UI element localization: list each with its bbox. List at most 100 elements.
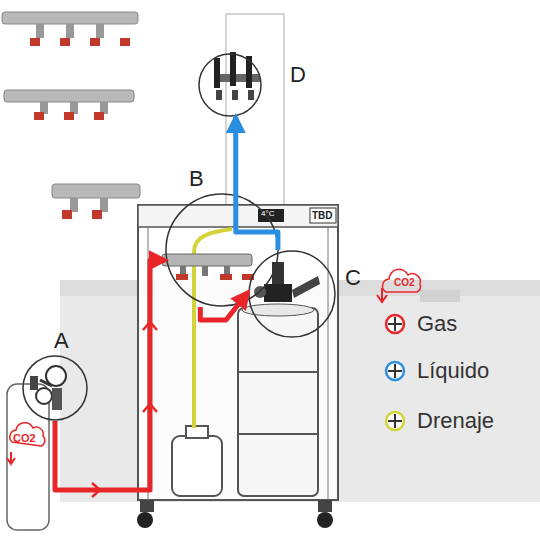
- manifold-bar: [4, 90, 134, 102]
- logo-box: [310, 208, 336, 223]
- coupler-lever: [292, 276, 320, 298]
- swatch-circle: [386, 412, 404, 430]
- co2-icon: [377, 269, 421, 302]
- gauge: [36, 388, 52, 404]
- co2-cloud: [10, 423, 45, 446]
- valve-handle: [30, 38, 40, 46]
- detail-circle-shape: [199, 54, 261, 116]
- beer-taps: [214, 52, 260, 100]
- bottle-body: [172, 436, 222, 496]
- co2-arrow: [7, 452, 15, 464]
- swatch-circle: [386, 362, 404, 380]
- tap-spout: [216, 90, 222, 100]
- regulator-body: [52, 388, 62, 410]
- valve: [66, 24, 74, 38]
- caster-mount: [140, 500, 154, 512]
- valve-handle: [90, 38, 100, 46]
- valve-handle: [220, 274, 232, 280]
- circle-outline: [22, 355, 88, 421]
- valve-handle: [64, 112, 74, 120]
- coupler-body: [264, 284, 292, 302]
- valve-handle: [94, 112, 104, 120]
- flow-chevron: [92, 483, 100, 497]
- co2-cloud: [383, 269, 421, 292]
- detail-circle: A: [22, 355, 88, 421]
- manifold-photo: [2, 12, 138, 46]
- valve-handle: [62, 210, 72, 219]
- flow-chevron: [143, 404, 157, 412]
- valve-handle: [176, 274, 188, 280]
- flow-chevron: [143, 322, 157, 330]
- bottle-neck: [186, 426, 208, 438]
- tap-handle: [230, 52, 236, 86]
- co2-arrow: [377, 288, 387, 302]
- caster-mount: [318, 500, 332, 512]
- tap-handle: [214, 58, 220, 88]
- keg-rib: [238, 371, 318, 373]
- cabinet-body: [60, 280, 540, 502]
- detail-circle: D: [198, 53, 262, 117]
- callout-letter: D: [290, 63, 306, 87]
- fridge-wall: [328, 227, 329, 500]
- detail-circle-shape: [249, 251, 335, 337]
- regulator-link: [40, 380, 52, 386]
- kegerator: [137, 205, 338, 528]
- valve-handle: [60, 38, 70, 46]
- cabinet-logo: [420, 290, 460, 302]
- manifold-photo: [52, 184, 140, 219]
- gas-line: [55, 260, 165, 490]
- tap-bar: [214, 74, 260, 82]
- keg: [238, 304, 318, 496]
- tap-spout: [248, 90, 254, 100]
- manifold-bar: [52, 184, 140, 198]
- regulator: [30, 366, 66, 410]
- detail-circle: B: [165, 193, 279, 307]
- fridge-body: [138, 205, 338, 500]
- background-cabinet: [60, 280, 540, 502]
- callout-letter: C: [345, 266, 361, 290]
- gas-name: CO2: [13, 432, 36, 444]
- valve: [36, 24, 44, 38]
- keg-rib: [238, 433, 318, 435]
- callout-letter: A: [54, 329, 69, 353]
- circle-outline: [198, 53, 262, 117]
- valve-handle: [34, 112, 44, 120]
- valve-handle: [92, 210, 102, 219]
- callout-letter: B: [189, 167, 204, 191]
- valve: [96, 24, 104, 38]
- beer-tower: [226, 14, 284, 206]
- connectors: [55, 117, 278, 490]
- fridge-wall: [148, 227, 149, 500]
- valve: [70, 198, 78, 212]
- caster-wheel: [137, 512, 153, 528]
- detail-circle-shape: [23, 356, 87, 420]
- flow-chevrons: [92, 322, 157, 497]
- co2-cylinder-box: CO2: [7, 384, 49, 530]
- drain-bottle: [172, 426, 222, 496]
- manifold-photos: [2, 12, 140, 219]
- detail-circle: C: [248, 250, 336, 338]
- manifold-bar: [162, 254, 252, 266]
- swatch-plus: [388, 364, 402, 378]
- valve-handle: [120, 38, 130, 46]
- keg-body: [238, 308, 318, 496]
- circle-outline: [165, 193, 279, 307]
- valve: [202, 266, 208, 276]
- swatch-circle: [386, 315, 404, 333]
- detail-circle-shape: [166, 194, 278, 306]
- gas-line: [200, 292, 248, 320]
- swatch-plus: [388, 317, 402, 331]
- valve-body: [30, 376, 38, 390]
- keg-coupler: [254, 262, 320, 302]
- caster-wheel: [317, 512, 333, 528]
- valve: [100, 198, 108, 212]
- swatch-plus: [388, 414, 402, 428]
- fridge-panel: [138, 205, 338, 227]
- circle-outline: [248, 250, 336, 338]
- liquid-line: [236, 117, 278, 250]
- tap-spout: [232, 90, 238, 100]
- manifold-bar: [2, 12, 138, 24]
